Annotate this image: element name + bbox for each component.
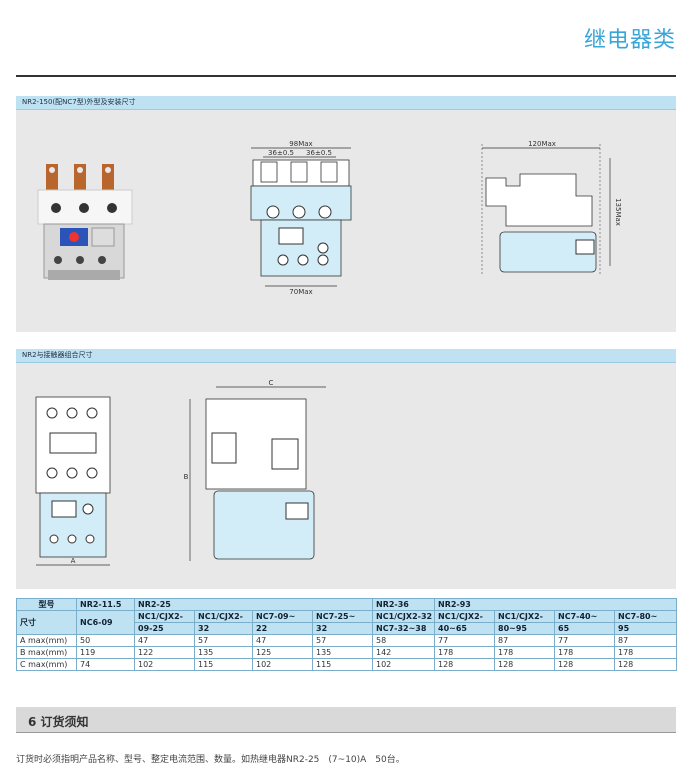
sub-header: NC7-32~38	[372, 622, 435, 635]
sub-header: NC7-25~	[312, 610, 373, 623]
cell: 57	[194, 634, 253, 647]
cell: 57	[312, 634, 373, 647]
cell: 135	[194, 646, 253, 659]
sub-header: NC7-09~	[252, 610, 313, 623]
cell: 77	[554, 634, 615, 647]
cell: 128	[434, 658, 495, 671]
table-row: C max(mm) 74 102 115 102 115 102 128 128…	[16, 658, 677, 671]
dim-135max: 135Max	[614, 198, 622, 226]
side-view-drawing: 120Max 135Max	[481, 140, 622, 276]
dim-pitch-left: 36±0.5	[268, 149, 294, 157]
cell: 47	[134, 634, 195, 647]
section-title: 6 订货须知	[28, 715, 89, 729]
dimension-panel-nr2-150: NR2-150(配NC7型)外型及安装尺寸 98Max 36±0.5 36±0.…	[16, 96, 676, 332]
header-model: 型号	[16, 598, 77, 611]
dimension-table: 型号 NR2-11.5 NR2-25 NR2-36 NR2-93 尺寸 NC6-…	[16, 598, 677, 671]
cell: 115	[194, 658, 253, 671]
cell: 125	[252, 646, 313, 659]
panel-caption: NR2-150(配NC7型)外型及安装尺寸	[16, 96, 676, 110]
cell: 47	[252, 634, 313, 647]
sub-header: NC1/CJX2-	[134, 610, 195, 623]
sub-header: NC1/CJX2-	[194, 610, 253, 623]
sub-header: NC7-80~	[614, 610, 677, 623]
dim-120max: 120Max	[528, 140, 556, 148]
cell: 50	[76, 634, 135, 647]
sub-header: 95	[614, 622, 677, 635]
cell: 74	[76, 658, 135, 671]
row-label: A max(mm)	[16, 634, 77, 647]
table-row: B max(mm) 119 122 135 125 135 142 178 17…	[16, 646, 677, 659]
front-view-drawing: 98Max 36±0.5 36±0.5 70Max	[250, 140, 352, 296]
row-label: B max(mm)	[16, 646, 77, 659]
cell: 115	[312, 658, 373, 671]
cell: 119	[76, 646, 135, 659]
cell: 87	[494, 634, 555, 647]
dim-label-b: B	[184, 473, 189, 481]
group-header: NR2-25	[134, 598, 373, 611]
sub-header: 65	[554, 622, 615, 635]
cell: 87	[614, 634, 677, 647]
sub-header: NC1/CJX2-32	[372, 610, 435, 623]
group-header: NR2-93	[434, 598, 677, 611]
cell: 178	[434, 646, 495, 659]
sub-header: NC6-09	[76, 610, 135, 635]
cell: 128	[554, 658, 615, 671]
relay-photo	[37, 164, 133, 280]
dim-98max: 98Max	[289, 140, 312, 148]
header-rule	[16, 75, 676, 77]
sub-header: 09-25	[134, 622, 195, 635]
combination-front-drawing: A	[35, 396, 111, 566]
sub-header: 80~95	[494, 622, 555, 635]
dimension-panel-combination: NR2与接触器组合尺寸 A C B	[16, 349, 676, 589]
group-header: NR2-11.5	[76, 598, 135, 611]
section-header-ordering: 6 订货须知	[16, 707, 676, 733]
dim-label-a: A	[71, 557, 76, 565]
cell: 102	[134, 658, 195, 671]
cell: 102	[252, 658, 313, 671]
cell: 178	[494, 646, 555, 659]
header-size: 尺寸	[16, 610, 77, 635]
sub-header: NC1/CJX2-	[494, 610, 555, 623]
page-title: 继电器类	[583, 28, 676, 53]
sub-header: NC1/CJX2-	[434, 610, 495, 623]
cell: 128	[614, 658, 677, 671]
cell: 135	[312, 646, 373, 659]
row-label: C max(mm)	[16, 658, 77, 671]
sub-header: NC7-40~	[554, 610, 615, 623]
cell: 178	[614, 646, 677, 659]
dim-label-c: C	[269, 379, 274, 387]
cell: 77	[434, 634, 495, 647]
sub-header: 32	[312, 622, 373, 635]
group-header: NR2-36	[372, 598, 435, 611]
dim-pitch-right: 36±0.5	[306, 149, 332, 157]
combination-side-drawing: C B	[184, 379, 326, 561]
ordering-instructions: 订货时必须指明产品名称、型号、整定电流范围、数量。如热继电器NR2-25 (7~…	[16, 755, 405, 765]
dim-70max: 70Max	[289, 288, 312, 296]
cell: 102	[372, 658, 435, 671]
table-row: A max(mm) 50 47 57 47 57 58 77 87 77 87	[16, 634, 677, 647]
cell: 58	[372, 634, 435, 647]
cell: 122	[134, 646, 195, 659]
cell: 128	[494, 658, 555, 671]
cell: 178	[554, 646, 615, 659]
panel-caption: NR2与接触器组合尺寸	[16, 349, 676, 363]
cell: 142	[372, 646, 435, 659]
sub-header: 40~65	[434, 622, 495, 635]
sub-header: 22	[252, 622, 313, 635]
sub-header: 32	[194, 622, 253, 635]
